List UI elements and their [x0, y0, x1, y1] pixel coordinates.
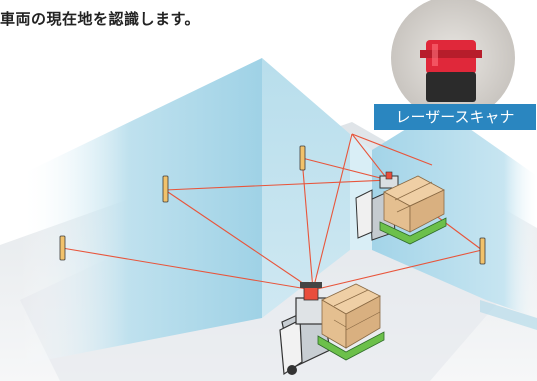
wall-edge: [480, 300, 537, 330]
right-wall: [372, 108, 537, 318]
forklift-agv-icon: [355, 171, 447, 245]
laser-scanner-label: レーザースキャナ: [374, 104, 536, 130]
back-wall: [262, 58, 350, 318]
laser-beams-main: [61, 133, 483, 291]
laser-scanner-photo: [391, 0, 515, 120]
caption-text: 車両の現在地を認識します。: [0, 10, 201, 28]
left-wall: [20, 58, 262, 365]
forklift-agv-icon: [279, 282, 385, 376]
reflector-icon: [59, 145, 486, 265]
